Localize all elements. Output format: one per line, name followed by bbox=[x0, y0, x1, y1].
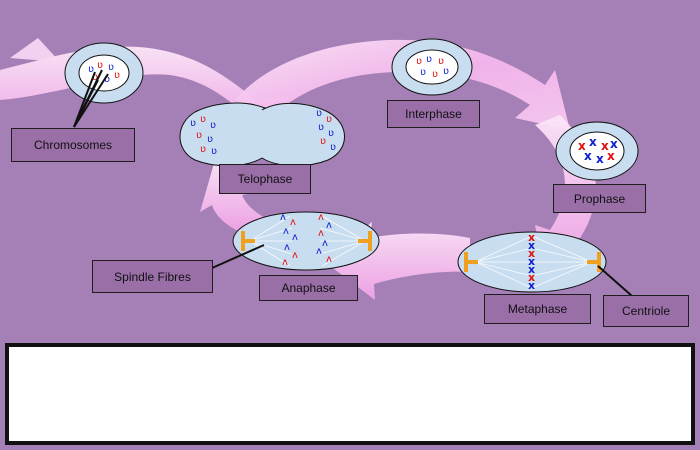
svg-text:x: x bbox=[601, 139, 609, 153]
svg-text:ʌ: ʌ bbox=[282, 257, 288, 268]
svg-text:x: x bbox=[528, 263, 535, 276]
svg-text:ʋ: ʋ bbox=[108, 62, 114, 73]
label-centriole: Centriole bbox=[603, 295, 689, 327]
label-telophase: Telophase bbox=[219, 164, 311, 194]
svg-text:ʋ: ʋ bbox=[432, 69, 438, 80]
cell-metaphase: x x x x x x x bbox=[457, 231, 607, 293]
label-chromosomes: Chromosomes bbox=[11, 128, 135, 162]
svg-text:ʌ: ʌ bbox=[290, 217, 296, 228]
svg-text:ʌ: ʌ bbox=[318, 212, 324, 223]
svg-text:ʋ: ʋ bbox=[420, 67, 426, 78]
svg-text:ʋ: ʋ bbox=[92, 72, 98, 83]
label-anaphase: Anaphase bbox=[259, 275, 358, 301]
pointer-lines bbox=[73, 69, 633, 297]
svg-text:x: x bbox=[589, 135, 597, 149]
svg-text:ʌ: ʌ bbox=[283, 226, 289, 237]
svg-text:x: x bbox=[596, 152, 604, 166]
svg-text:ʋ: ʋ bbox=[320, 136, 326, 147]
svg-text:ʋ: ʋ bbox=[88, 64, 94, 75]
svg-text:ʋ: ʋ bbox=[416, 56, 422, 67]
answer-text-box[interactable] bbox=[5, 343, 695, 445]
answer-text bbox=[19, 357, 681, 431]
svg-text:x: x bbox=[528, 231, 535, 244]
svg-text:ʋ: ʋ bbox=[104, 74, 110, 85]
cycle-arrow-left-head bbox=[10, 38, 60, 62]
cell-interphase: ʋ ʋ ʋ ʋ ʋ ʋ bbox=[391, 38, 473, 96]
svg-text:x: x bbox=[607, 149, 615, 163]
svg-text:ʌ: ʌ bbox=[280, 212, 286, 223]
svg-text:x: x bbox=[528, 279, 535, 292]
svg-text:ʋ: ʋ bbox=[443, 66, 449, 77]
svg-text:ʋ: ʋ bbox=[326, 114, 332, 125]
svg-text:ʌ: ʌ bbox=[318, 228, 324, 239]
svg-text:ʋ: ʋ bbox=[200, 114, 206, 125]
svg-text:ʋ: ʋ bbox=[318, 122, 324, 133]
svg-text:x: x bbox=[528, 247, 535, 260]
svg-text:ʋ: ʋ bbox=[211, 146, 217, 157]
label-prophase: Prophase bbox=[553, 184, 646, 213]
svg-text:ʌ: ʌ bbox=[326, 220, 332, 231]
svg-text:x: x bbox=[584, 149, 592, 163]
svg-text:ʋ: ʋ bbox=[207, 134, 213, 145]
svg-text:ʋ: ʋ bbox=[426, 54, 432, 65]
cell-anaphase: ʌ ʌ ʌ ʌ ʌ ʌ ʌ ʌ ʌ ʌ ʌ ʌ ʌ bbox=[232, 211, 380, 271]
svg-text:ʋ: ʋ bbox=[200, 144, 206, 155]
cell-interphase-left: ʋ ʋ ʋ ʋ ʋ ʋ bbox=[64, 42, 144, 104]
svg-text:ʌ: ʌ bbox=[322, 238, 328, 249]
svg-text:ʌ: ʌ bbox=[326, 254, 332, 265]
svg-text:ʋ: ʋ bbox=[196, 130, 202, 141]
label-metaphase: Metaphase bbox=[484, 294, 591, 324]
label-interphase: Interphase bbox=[387, 100, 480, 128]
svg-text:ʋ: ʋ bbox=[114, 70, 120, 81]
svg-text:x: x bbox=[528, 271, 535, 284]
svg-text:ʌ: ʌ bbox=[316, 246, 322, 257]
cycle-arrow-lower-left bbox=[200, 160, 265, 232]
svg-text:ʋ: ʋ bbox=[330, 142, 336, 153]
svg-text:ʋ: ʋ bbox=[190, 118, 196, 129]
cell-telophase: ʋ ʋ ʋ ʋ ʋ ʋ ʋ ʋ ʋ ʋ ʋ ʋ ʋ bbox=[179, 102, 345, 167]
svg-text:ʌ: ʌ bbox=[292, 250, 298, 261]
svg-text:x: x bbox=[528, 255, 535, 268]
svg-text:ʌ: ʌ bbox=[284, 242, 290, 253]
svg-text:ʋ: ʋ bbox=[328, 128, 334, 139]
svg-text:x: x bbox=[578, 139, 586, 153]
svg-text:ʋ: ʋ bbox=[210, 120, 216, 131]
svg-text:x: x bbox=[528, 239, 535, 252]
label-spindle-fibres: Spindle Fibres bbox=[92, 260, 213, 293]
cycle-arrow-top bbox=[235, 39, 570, 131]
svg-text:ʌ: ʌ bbox=[292, 232, 298, 243]
svg-text:x: x bbox=[610, 137, 618, 151]
svg-text:ʋ: ʋ bbox=[316, 108, 322, 119]
cell-prophase: x x x x x x x bbox=[555, 121, 639, 181]
svg-text:ʋ: ʋ bbox=[438, 56, 444, 67]
svg-text:ʋ: ʋ bbox=[97, 60, 103, 71]
